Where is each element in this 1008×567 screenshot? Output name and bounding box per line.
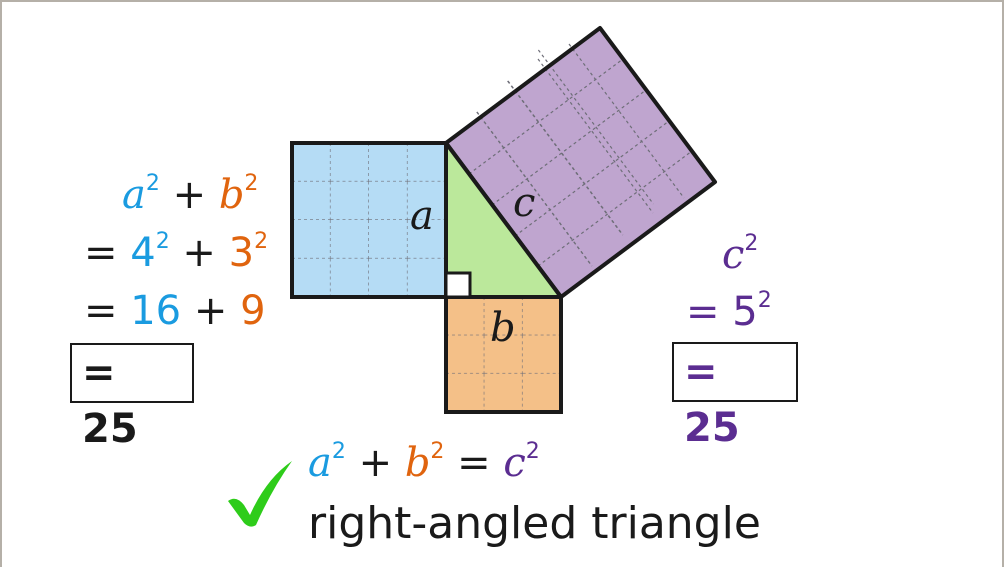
- left-line-3: = 16 + 9: [84, 288, 266, 334]
- right-result-box: = 25: [672, 342, 798, 451]
- left-result-box: = 25: [70, 343, 194, 452]
- label-a: a: [410, 193, 434, 239]
- label-b: b: [490, 305, 516, 351]
- check-mark-icon: [228, 461, 292, 527]
- right-line-2: = 52: [686, 288, 772, 335]
- label-c: c: [513, 180, 536, 226]
- right-angle-marker: [444, 271, 472, 299]
- left-line-1: a2 + b2: [122, 171, 259, 218]
- square-a: [290, 141, 448, 299]
- conclusion-text: right-angled triangle: [308, 498, 761, 549]
- right-triangle: [444, 141, 563, 299]
- right-line-1: c2: [722, 231, 759, 278]
- square-b: [444, 295, 563, 414]
- conclusion-equation: a2 + b2 = c2: [308, 439, 540, 486]
- left-line-2: = 42 + 32: [84, 229, 269, 276]
